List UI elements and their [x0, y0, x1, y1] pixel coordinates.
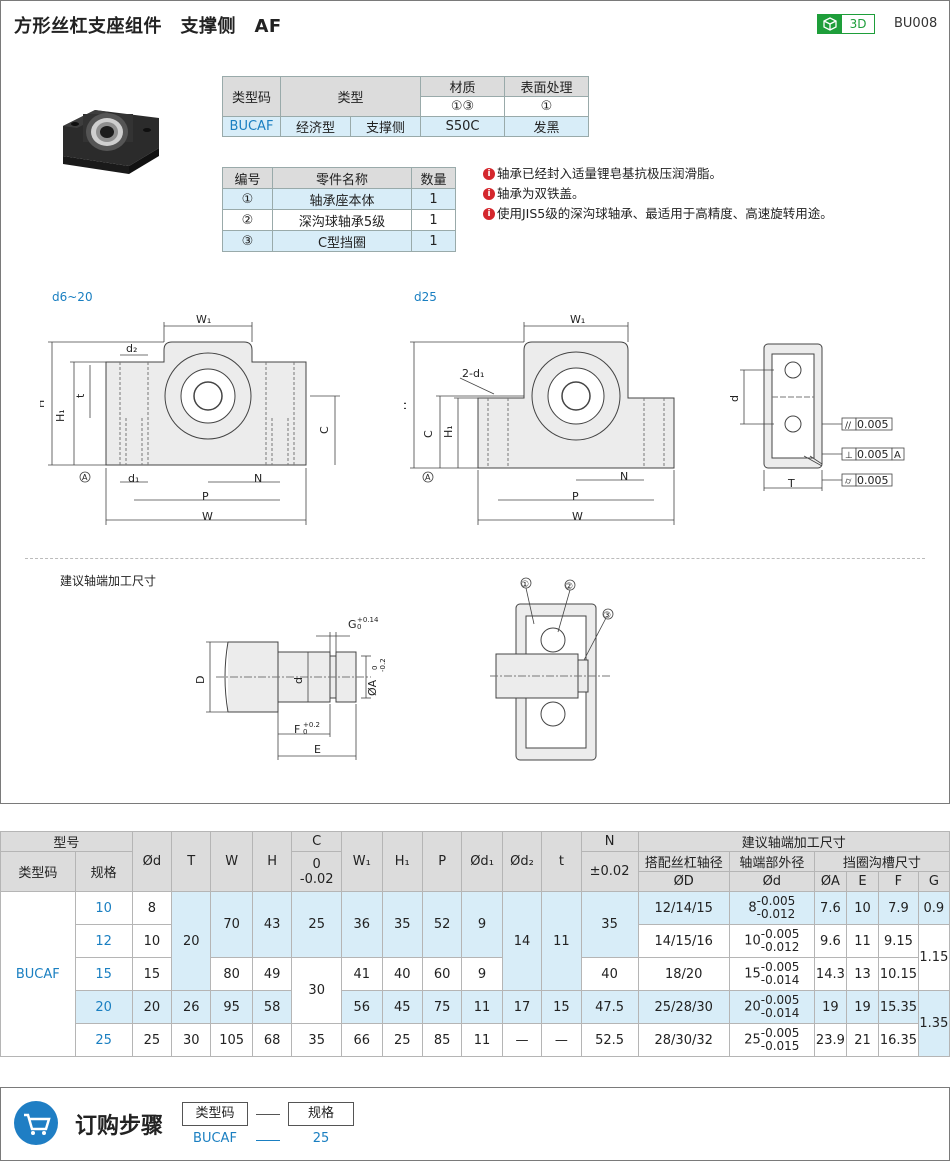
surface: 发黑 — [504, 116, 589, 137]
callout-2: ② — [565, 582, 573, 592]
tolerance-2-ref: A — [894, 450, 901, 461]
product-code: BU008 — [894, 16, 938, 31]
assembly-section-drawing: ① ② ③ — [490, 577, 614, 761]
drawing-label-d25: d25 — [414, 290, 437, 304]
dim-d1: d₁ — [128, 472, 139, 485]
info-icon: i — [483, 208, 495, 220]
type-2: 支撑侧 — [350, 116, 421, 137]
parts-table: 编号 零件名称 数量 ① 轴承座本体 1 ② 深沟球轴承5级 1 ③ C型挡圈 … — [222, 167, 456, 252]
dim-h1: H₁ — [442, 425, 455, 438]
dim-w: W — [202, 510, 213, 523]
type-1: 经济型 — [280, 116, 351, 137]
col-qty: 数量 — [411, 167, 456, 189]
table-row: ① 轴承座本体 1 — [222, 188, 456, 210]
dim-F-tol: +0.2 — [303, 721, 320, 729]
dim-2-d1: 2-d₁ — [462, 367, 484, 380]
front-view-drawing-d25: W₁ 2-d₁ H C H₁ A N P W — [404, 313, 675, 525]
dim-h1: H₁ — [54, 409, 67, 422]
surface-ref: ① — [504, 96, 589, 117]
tolerance-1: 0.005 — [857, 418, 889, 431]
dim-w1: W₁ — [196, 313, 211, 326]
tolerance-2: 0.005 — [857, 448, 889, 461]
dim-p: P — [572, 490, 579, 503]
type-table: 类型码 类型 材质 表面处理 ①③ ① BUCAF 经济型 支撑侧 S50C 发… — [222, 76, 589, 137]
col-no: 编号 — [222, 167, 273, 189]
dim-h: H — [40, 400, 47, 408]
order-panel — [0, 1087, 950, 1161]
dim-E: E — [314, 743, 321, 756]
dim-F: F — [294, 723, 300, 736]
dim-G-tol0: 0 — [357, 623, 361, 631]
dim-d2: d₂ — [126, 342, 137, 355]
side-section-drawing: d T // 0.005 ⊥ 0.005 A ⌭ 0.005 — [728, 343, 905, 491]
dim-n: N — [254, 472, 262, 485]
order-box-spec: 规格 — [288, 1102, 354, 1126]
table-row: ② 深沟球轴承5级 1 — [222, 209, 456, 231]
col-material: 材质 — [420, 76, 505, 97]
dim-dA-tol2: -0.2 — [379, 658, 387, 672]
dim-w1: W₁ — [570, 313, 585, 326]
table-row: 15 15 80 49 30 41 40 60 9 40 18/20 15-0.… — [1, 957, 950, 1024]
col-surface: 表面处理 — [504, 76, 589, 97]
dim-t: t — [74, 393, 87, 398]
page-title: 方形丝杠支座组件 支撑侧 AF — [14, 16, 282, 37]
svg-text:⊥: ⊥ — [845, 451, 853, 461]
dim-p: P — [202, 490, 209, 503]
info-icon: i — [483, 188, 495, 200]
col-code: 类型码 — [222, 76, 281, 117]
order-title: 订购步骤 — [75, 1114, 164, 1139]
front-view-drawing-d6-20: W₁ d₂ H H₁ t C A d₁ N P W — [40, 313, 340, 525]
col-type: 类型 — [280, 76, 421, 117]
datum-a: A — [82, 473, 88, 482]
callout-3: ③ — [603, 611, 611, 621]
dim-D: D — [196, 676, 207, 684]
shopping-cart-icon — [14, 1101, 58, 1145]
dim-G-tol: +0.14 — [357, 616, 379, 624]
dim-dA: ØA — [366, 679, 379, 696]
dim-d: d — [728, 395, 741, 402]
table-row: ③ C型挡圈 1 — [222, 230, 456, 252]
dim-t-big: T — [787, 477, 795, 490]
cube-3d-icon — [818, 15, 842, 33]
dim-dA-tol: 0 — [371, 666, 379, 670]
order-value-spec: 25 — [312, 1131, 330, 1146]
order-value-code: BUCAF — [193, 1131, 237, 1146]
material-ref: ①③ — [420, 96, 505, 117]
table-row: BUCAF 10 8 20 70 43 25 36 35 52 9 14 11 … — [0, 891, 950, 1057]
dim-h: H — [404, 402, 409, 410]
svg-text://: // — [845, 421, 852, 431]
callout-1: ① — [521, 580, 529, 590]
tolerance-3: 0.005 — [857, 474, 889, 487]
type-code: BUCAF — [222, 116, 281, 137]
shaft-section-title: 建议轴端加工尺寸 — [60, 574, 157, 588]
datum-a: A — [425, 473, 431, 482]
svg-text:⌭: ⌭ — [845, 477, 852, 487]
dim-c: C — [318, 426, 331, 434]
dim-d-shaft: d — [292, 677, 305, 684]
order-box-code: 类型码 — [182, 1102, 248, 1126]
shaft-end-drawing: D d ØA 0 -0.2 G +0.14 0 F +0.2 0 E — [196, 616, 387, 760]
section-divider — [25, 558, 925, 559]
drawing-label-d6-20: d6~20 — [52, 290, 93, 304]
table-row: 20 20 26 95 58 56 45 75 11 17 15 47.5 25… — [0, 990, 950, 1057]
dim-G: G — [348, 618, 357, 631]
col-name: 零件名称 — [272, 167, 412, 189]
table-row: 25 25 30 105 68 35 66 25 85 11 — — 52.5 … — [1, 1023, 950, 1057]
dim-c: C — [422, 430, 435, 438]
order-connector — [256, 1114, 280, 1115]
spec-table: 型号 Ød T W H C W₁ H₁ P Ød₁ Ød₂ t N 建议轴端加工… — [0, 831, 950, 1057]
3d-label: 3D — [849, 17, 867, 31]
3d-model-button[interactable]: 3D — [817, 14, 875, 34]
product-photo — [63, 110, 159, 174]
dim-n: N — [620, 470, 628, 483]
material: S50C — [420, 116, 505, 137]
info-icon: i — [483, 168, 495, 180]
dim-F-tol0: 0 — [303, 728, 307, 736]
dim-w: W — [572, 510, 583, 523]
order-value-connector — [256, 1140, 280, 1141]
